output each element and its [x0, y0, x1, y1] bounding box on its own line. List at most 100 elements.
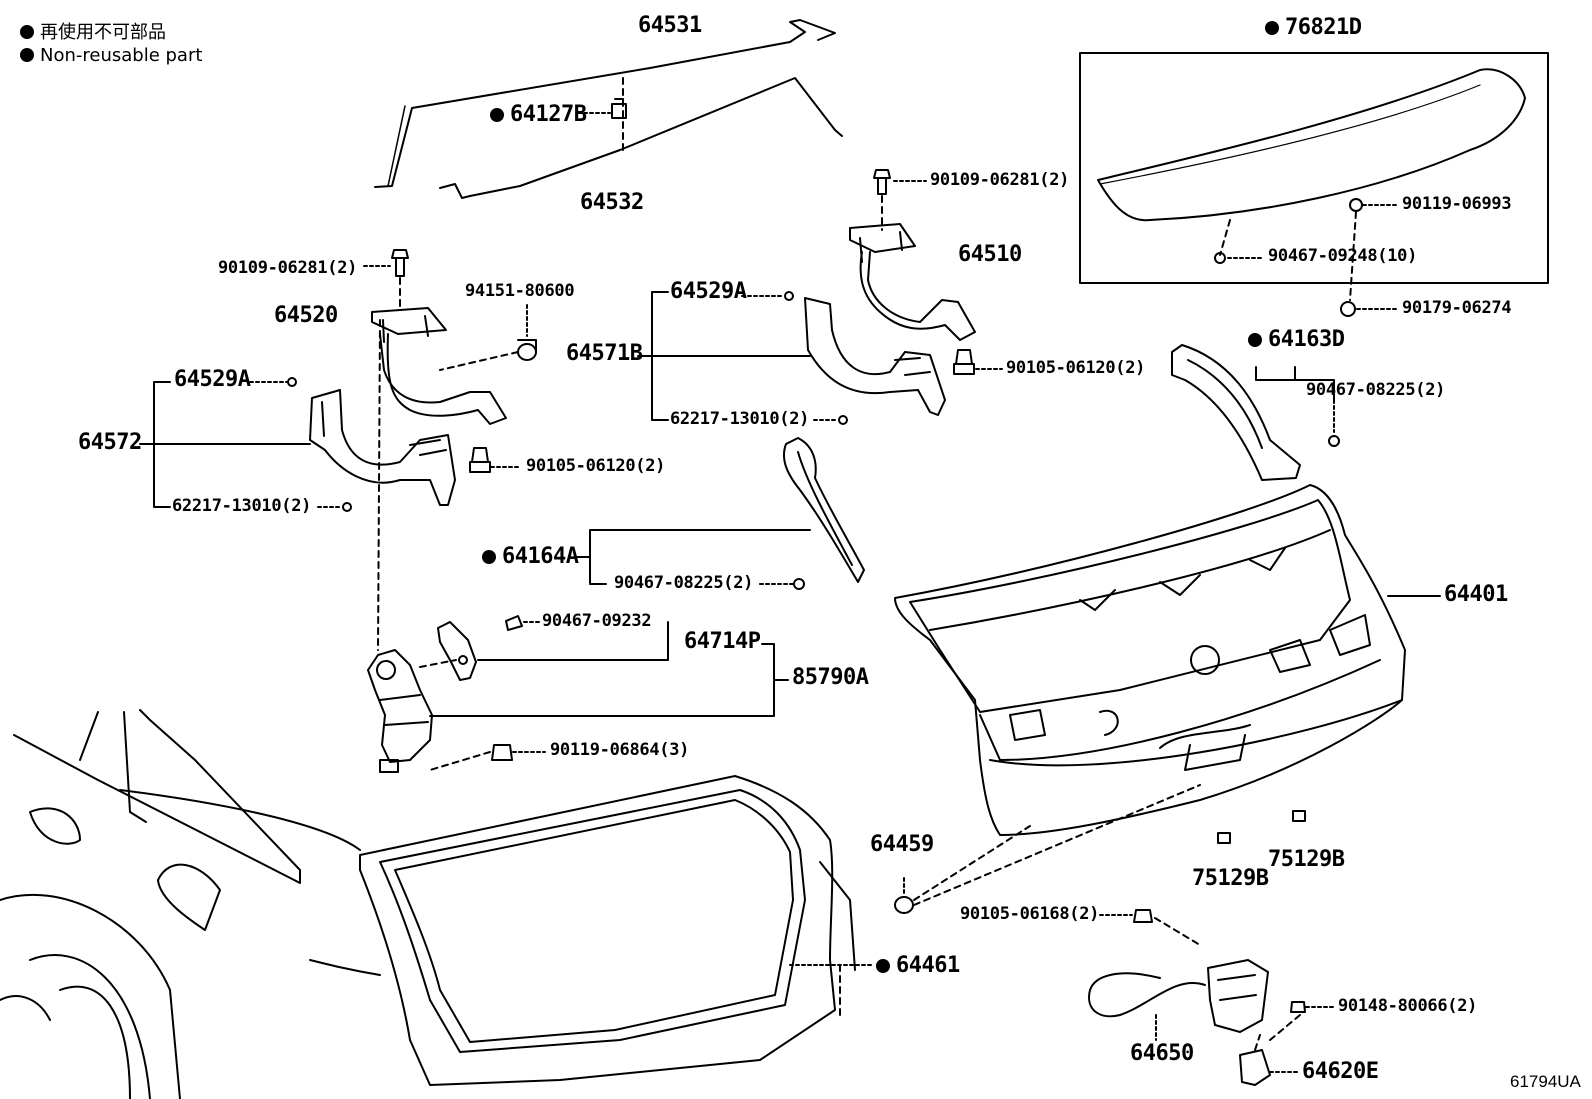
cushion-64459 [894, 896, 914, 914]
cable-64650 [1088, 972, 1206, 1018]
bracket-64571B [637, 291, 811, 421]
part-label-75129B-b: 75129B [1268, 847, 1345, 872]
part-label-64650: 64650 [1130, 1041, 1194, 1066]
part-label-64714P: 64714P [684, 629, 761, 654]
trim-64163D [1171, 344, 1301, 481]
part-label-90109-06281-left: 90109-06281(2) [218, 258, 358, 278]
non-reusable-marker-icon [482, 550, 496, 564]
bracket-64572 [139, 381, 311, 508]
part-label-64510: 64510 [958, 242, 1022, 267]
clip-90467-09248 [1214, 252, 1226, 264]
hinge-64520 [371, 307, 507, 425]
nut-90179-06274 [1340, 301, 1356, 317]
leader [419, 659, 457, 668]
cushion-94151-80600 [517, 339, 537, 361]
bolt-90109-06281-left [391, 249, 409, 277]
part-label-64529A-center: 64529A [670, 279, 747, 304]
bolt-90105-06168 [1133, 909, 1153, 923]
clip-90467-09232 [505, 615, 523, 631]
support-64571B [804, 297, 946, 416]
part-label-90467-08225-right: 90467-08225(2) [1306, 380, 1446, 400]
clip-90467-08225-right [1328, 435, 1340, 447]
leader [1349, 211, 1357, 301]
non-reusable-marker-icon [876, 959, 890, 973]
bracket-85790A [429, 643, 789, 717]
leader [1254, 1014, 1301, 1051]
part-label-90105-06120-right: 90105-06120(2) [1006, 358, 1146, 378]
clip-90467-08225-center [793, 578, 805, 590]
part-label-64461: 64461 [876, 955, 960, 977]
striker-64620E [1239, 1049, 1271, 1086]
clip-64529A-left [287, 377, 297, 387]
part-label-76821D: 76821D [1265, 17, 1362, 39]
part-label-64401: 64401 [1444, 582, 1508, 607]
leader [377, 319, 381, 651]
part-label-90109-06281-right: 90109-06281(2) [930, 170, 1070, 190]
part-label-90105-06120-left: 90105-06120(2) [526, 456, 666, 476]
part-label-90467-09248: 90467-09248(10) [1268, 246, 1418, 266]
spoiler-76821D [1097, 68, 1526, 222]
spoiler-frame [1079, 52, 1549, 284]
leader [1219, 219, 1231, 256]
clip-62217-13010-left [342, 502, 352, 512]
bolt-90105-06120-right [953, 349, 975, 375]
hinge-64510 [849, 223, 976, 341]
part-label-64459: 64459 [870, 832, 934, 857]
part-label-90105-06168: 90105-06168(2) [960, 904, 1100, 924]
non-reusable-marker-icon [20, 48, 34, 62]
bracket-64163D [1255, 366, 1335, 401]
leader [439, 351, 519, 371]
legend-line-japanese: 再使用不可部品 [20, 18, 166, 44]
part-label-85790A: 85790A [792, 665, 869, 690]
trunk-lid-64401 [894, 484, 1406, 836]
leader [1154, 917, 1201, 946]
bolt-90148-80066 [1290, 1001, 1306, 1013]
non-reusable-marker-icon [490, 108, 504, 122]
part-label-64520: 64520 [274, 303, 338, 328]
legend-text-japanese: 再使用不可部品 [40, 22, 166, 43]
part-label-90467-09232: 90467-09232 [542, 611, 652, 631]
non-reusable-marker-icon [20, 25, 34, 39]
bolt-90119-06864 [491, 744, 513, 761]
support-64572 [309, 389, 456, 506]
part-label-90179-06274: 90179-06274 [1402, 298, 1512, 318]
part-label-64620E: 64620E [1302, 1059, 1379, 1084]
part-label-64164A: 64164A [482, 546, 579, 568]
vehicle-body-outline [0, 709, 856, 1099]
part-label-90119-06864: 90119-06864(3) [550, 740, 690, 760]
diagram-code: 61794UA [1510, 1072, 1581, 1091]
support-rod-64531 [374, 19, 836, 188]
part-label-64163D: 64163D [1248, 329, 1345, 351]
lock-assembly [1207, 959, 1269, 1033]
leader [429, 751, 491, 771]
bolt-90105-06120-left [469, 447, 491, 473]
legend-text-english: Non-reusable part [40, 45, 203, 66]
part-label-64571B: 64571B [566, 341, 643, 366]
trim-64164A [782, 437, 865, 583]
part-label-64531: 64531 [638, 13, 702, 38]
clip-62217-13010-center [838, 415, 848, 425]
bracket-64714P [437, 621, 477, 681]
part-label-64572: 64572 [78, 430, 142, 455]
leader [913, 784, 1201, 906]
bracket-64164A [574, 529, 811, 585]
support-rod-64532 [439, 77, 843, 199]
screw-90119-06993 [1349, 198, 1363, 212]
non-reusable-marker-icon [1248, 333, 1262, 347]
part-label-62217-13010-left: 62217-13010(2) [172, 496, 312, 516]
clip-64529A-center [784, 291, 794, 301]
damper-85790A [367, 649, 433, 773]
bracket-64714P-line [477, 621, 669, 661]
part-label-90467-08225-center: 90467-08225(2) [614, 573, 754, 593]
bolt-90109-06281-right [873, 169, 891, 195]
part-label-64529A-left: 64529A [174, 367, 251, 392]
part-label-90148-80066: 90148-80066(2) [1338, 996, 1478, 1016]
plate-75129B-b [1292, 810, 1306, 822]
non-reusable-marker-icon [1265, 21, 1279, 35]
part-label-94151-80600: 94151-80600 [465, 281, 575, 301]
legend-line-english: Non-reusable part [20, 45, 202, 66]
part-label-64127B: 64127B [490, 104, 587, 126]
part-label-90119-06993: 90119-06993 [1402, 194, 1512, 214]
